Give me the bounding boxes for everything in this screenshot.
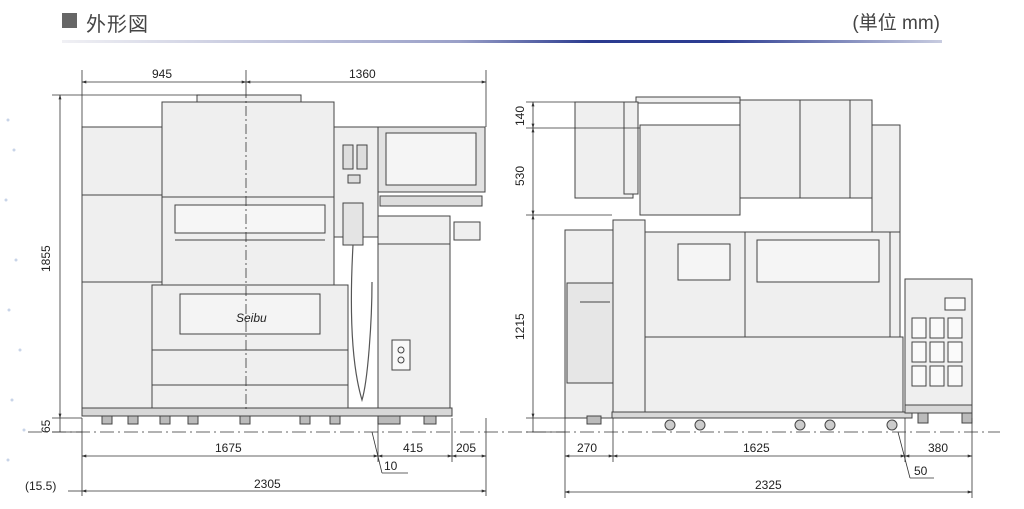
brand-logo: Seibu [236, 311, 267, 325]
front-callout: 10 [384, 459, 398, 473]
front-dim-offset: (15.5) [25, 479, 56, 493]
front-dim-height: 1855 [39, 245, 53, 272]
title-underline [62, 40, 942, 43]
side-bottom-dimension [564, 418, 973, 498]
side-dim-lower: 1215 [513, 313, 527, 340]
side-dim-bottom-3: 380 [928, 441, 948, 455]
front-dim-total: 2305 [254, 477, 281, 491]
side-view-machine [564, 96, 973, 431]
side-callout: 50 [914, 464, 928, 478]
side-dim-bottom-2: 1625 [743, 441, 770, 455]
front-dim-top-left: 945 [152, 67, 172, 81]
side-dim-bottom-1: 270 [577, 441, 597, 455]
front-view-machine [81, 94, 486, 425]
front-dim-bottom-1: 1675 [215, 441, 242, 455]
front-dim-top-right: 1360 [349, 67, 376, 81]
front-dim-base: 65 [39, 419, 53, 433]
side-left-dimension [526, 101, 640, 433]
front-bottom-dimension [68, 418, 487, 496]
unit-label: (単位 mm) [852, 13, 940, 34]
front-dim-bottom-3: 205 [456, 441, 476, 455]
decorative-dots [4, 118, 26, 462]
side-dim-total: 2325 [755, 478, 782, 492]
front-left-dimension [52, 94, 200, 433]
side-dim-upper: 530 [513, 166, 527, 186]
header: 外形図 (単位 mm) [0, 0, 1024, 48]
title-bullet-icon [62, 13, 77, 28]
front-dim-bottom-2: 415 [403, 441, 423, 455]
page-title: 外形図 [86, 14, 149, 36]
front-top-dimension [81, 70, 487, 127]
side-dim-top: 140 [513, 106, 527, 126]
